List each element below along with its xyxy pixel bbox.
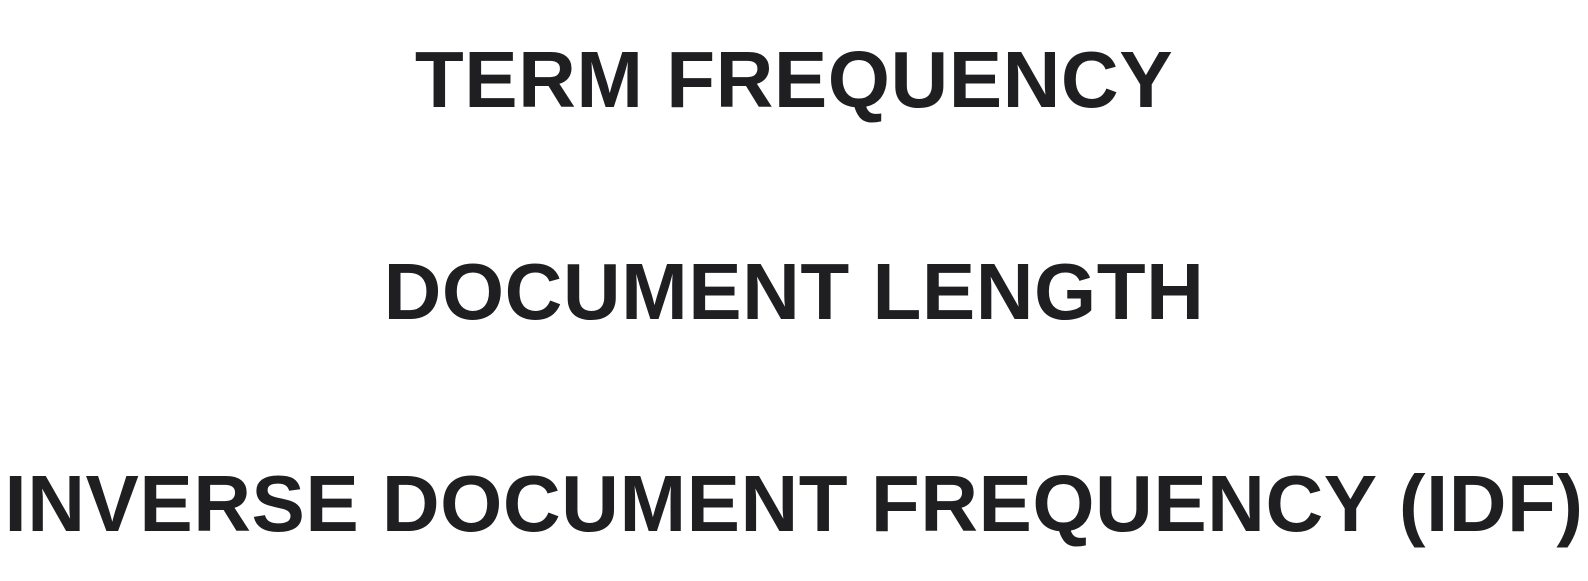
heading-document-length: DOCUMENT LENGTH [383, 247, 1205, 336]
heading-term-frequency: TERM FREQUENCY [414, 35, 1174, 124]
heading-inverse-document-frequency: INVERSE DOCUMENT FREQUENCY (IDF) [4, 459, 1584, 548]
